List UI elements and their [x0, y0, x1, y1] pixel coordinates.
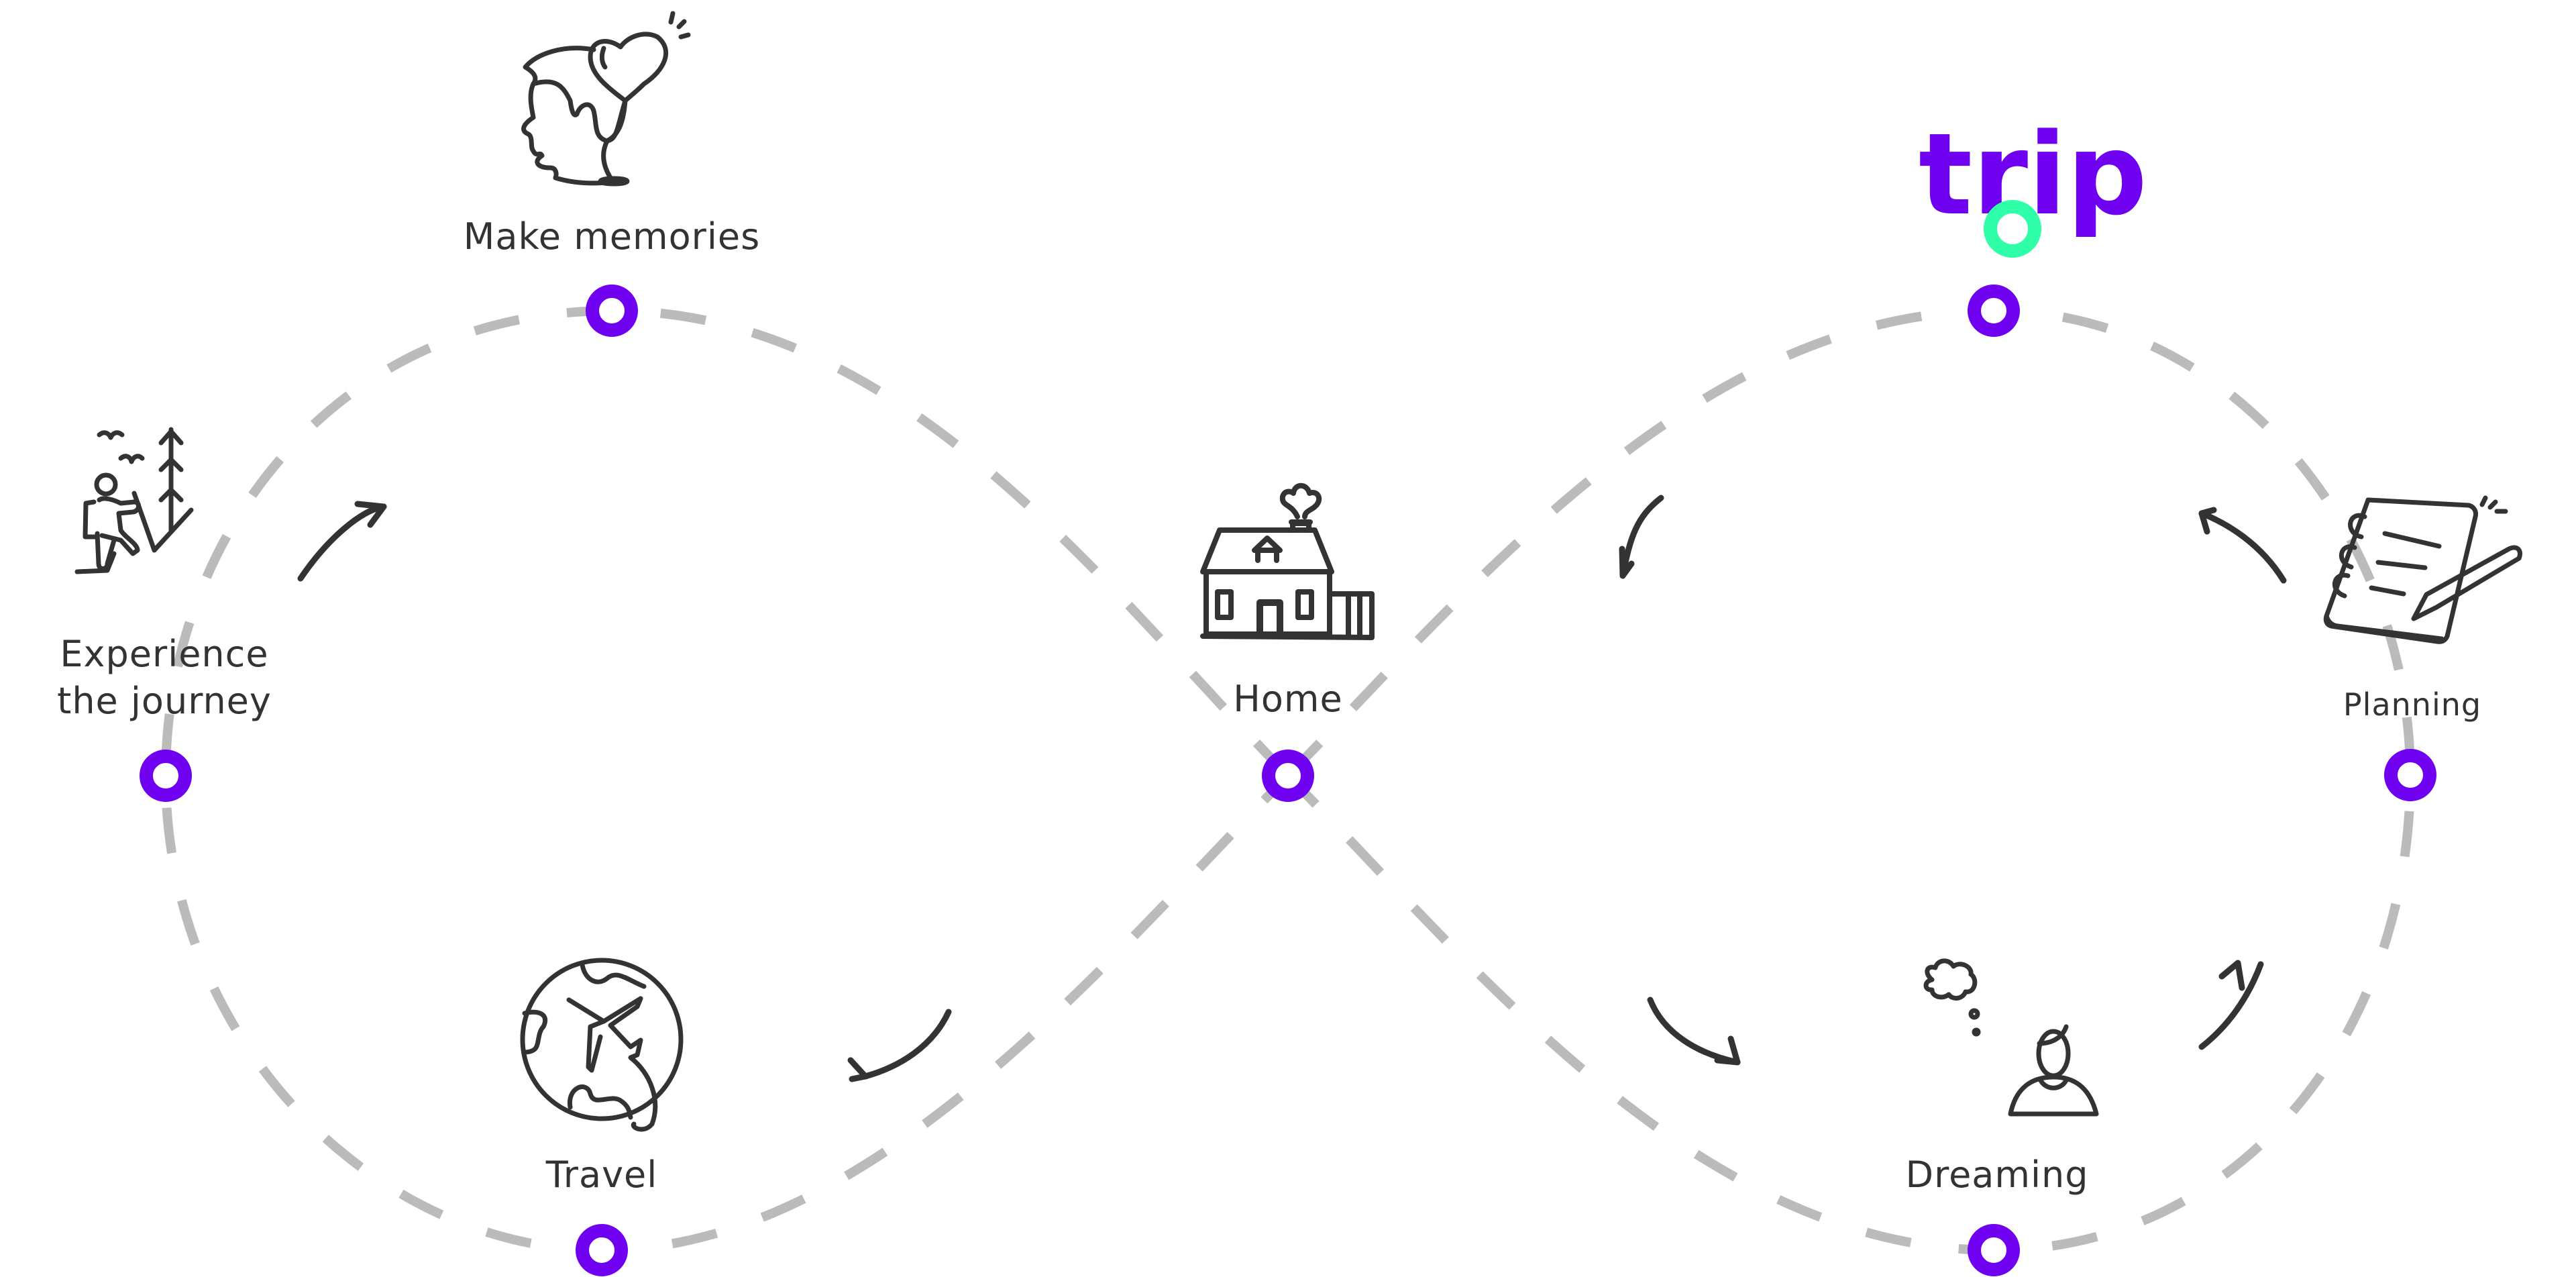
- node-experience[interactable]: [140, 750, 192, 802]
- flow-arrows: [297, 495, 2287, 1082]
- label-home: Home: [1233, 678, 1343, 720]
- label-planning: Planning: [2343, 686, 2482, 723]
- path-right-loop: [1284, 305, 2416, 1256]
- node-trip[interactable]: [1968, 285, 2020, 337]
- house-icon: [1200, 482, 1375, 640]
- globe-airplane-icon: [520, 958, 684, 1132]
- thinking-person-icon: [1923, 958, 2099, 1117]
- label-experience: Experience the journey: [57, 633, 272, 722]
- node-dreaming[interactable]: [1968, 1224, 2020, 1276]
- label-dreaming: Dreaming: [1905, 1154, 2089, 1196]
- node-home[interactable]: [1262, 750, 1314, 802]
- trip-logo: trip: [1919, 109, 2147, 258]
- notebook-pencil-icon: [2323, 495, 2522, 644]
- stage-nodes: [140, 285, 2436, 1276]
- arrow-planning-to-trip: [2198, 507, 2287, 584]
- node-make-memories[interactable]: [586, 285, 638, 337]
- node-planning[interactable]: [2384, 749, 2436, 801]
- path-left-loop: [160, 305, 1292, 1256]
- label-make-memories: Make memories: [463, 215, 761, 258]
- arrow-travel-to-experience: [847, 1009, 952, 1082]
- label-travel: Travel: [545, 1154, 658, 1196]
- head-with-heart-icon: [521, 11, 691, 187]
- arrow-experience-to-memories: [297, 501, 387, 582]
- node-travel[interactable]: [576, 1224, 628, 1276]
- arrow-trip-to-home: [1619, 495, 1664, 579]
- infinity-path: [160, 305, 2416, 1256]
- arrow-dreaming-to-planning: [2198, 960, 2264, 1050]
- hiker-icon: [74, 427, 194, 574]
- trip-logo-accent-ring: [1984, 200, 2041, 258]
- arrow-home-to-dreaming: [1647, 997, 1741, 1066]
